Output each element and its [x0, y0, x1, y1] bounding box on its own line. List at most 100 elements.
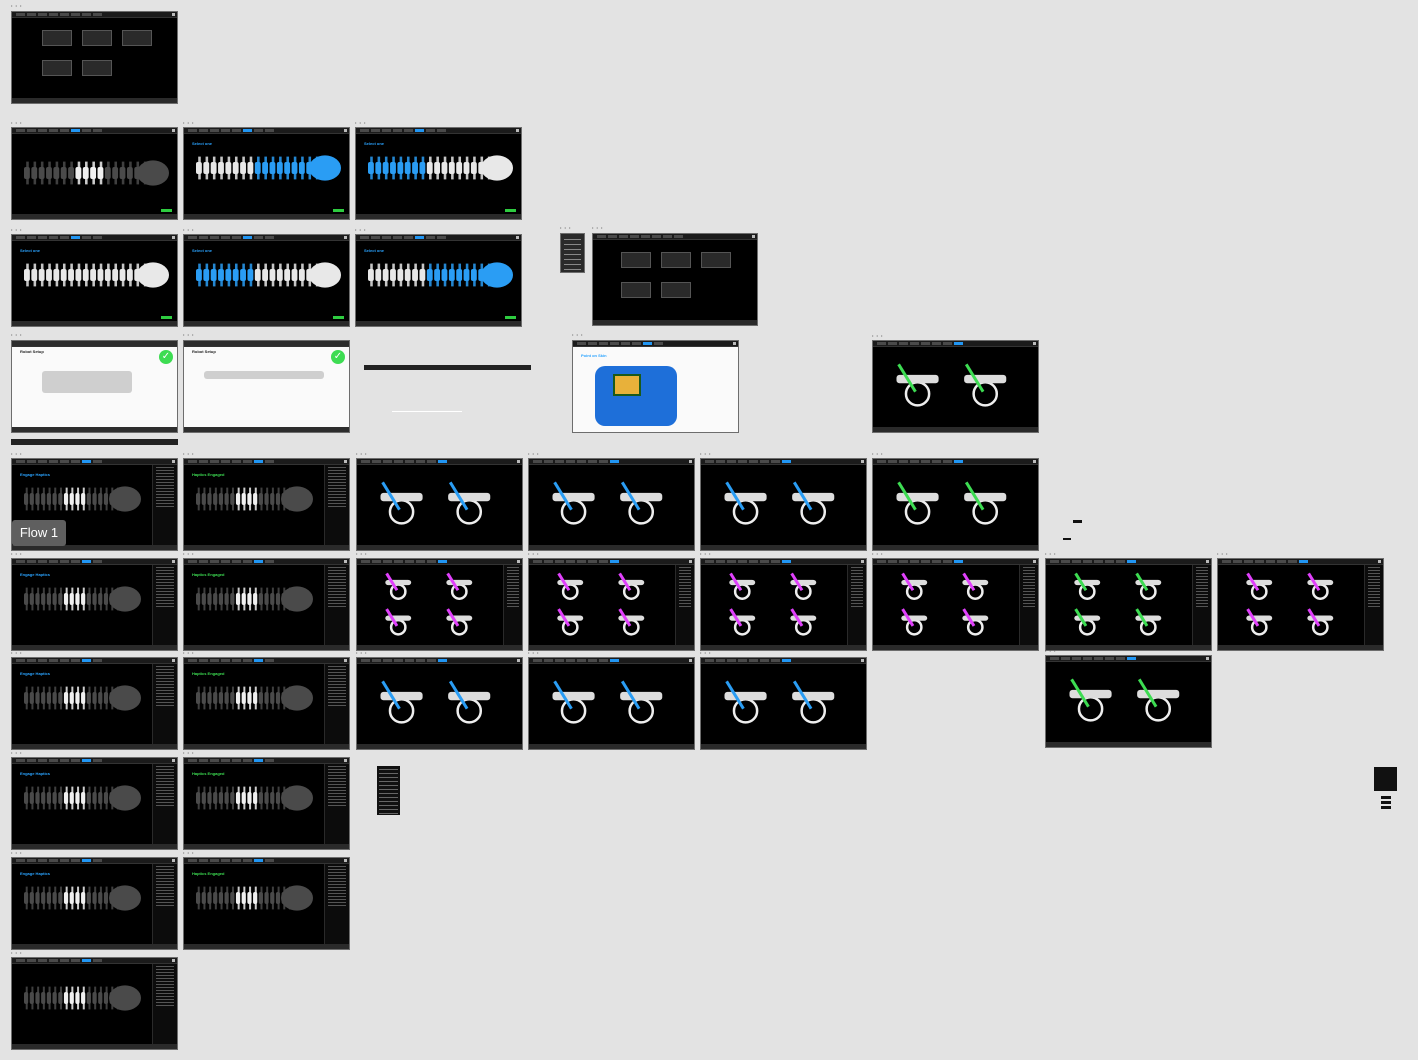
nav-tab[interactable] — [577, 560, 586, 563]
nav-tab[interactable] — [82, 13, 91, 16]
nav-tab[interactable] — [954, 460, 963, 463]
spine-graphic[interactable] — [16, 883, 143, 913]
nav-tab[interactable] — [49, 959, 58, 962]
close-icon[interactable] — [344, 659, 347, 662]
nav-tab[interactable] — [610, 460, 619, 463]
nav-tab[interactable] — [93, 759, 102, 762]
nav-tab[interactable] — [265, 129, 274, 132]
nav-tab[interactable] — [243, 129, 252, 132]
nav-tab[interactable] — [49, 560, 58, 563]
main-menu-screen[interactable] — [11, 11, 178, 104]
nav-tab[interactable] — [954, 342, 963, 345]
spine-vertebrae-icon[interactable] — [16, 484, 143, 514]
nav-tab[interactable] — [1116, 560, 1125, 563]
nav-tab[interactable] — [426, 129, 435, 132]
nav-tab[interactable] — [93, 959, 102, 962]
close-icon[interactable] — [516, 129, 519, 132]
close-icon[interactable] — [344, 236, 347, 239]
spine-graphic[interactable] — [16, 683, 143, 713]
nav-tab[interactable] — [910, 560, 919, 563]
ct-screen-frame[interactable] — [872, 340, 1039, 433]
nav-tab[interactable] — [188, 236, 197, 239]
ct-scan-views[interactable] — [529, 465, 694, 546]
nav-tab[interactable] — [38, 236, 47, 239]
nav-tab[interactable] — [38, 859, 47, 862]
nav-tab[interactable] — [1127, 560, 1136, 563]
nav-tab[interactable] — [188, 659, 197, 662]
nav-tab[interactable] — [1072, 560, 1081, 563]
nav-tab[interactable] — [1266, 560, 1275, 563]
nav-tab[interactable] — [599, 560, 608, 563]
point-on-skin-screen[interactable]: Point on Skin — [572, 340, 739, 433]
ct-screen-frame[interactable] — [700, 458, 867, 551]
nav-tab[interactable] — [27, 759, 36, 762]
nav-tab[interactable] — [760, 460, 769, 463]
nav-tab[interactable] — [566, 560, 575, 563]
screen-frame[interactable] — [11, 127, 178, 220]
close-icon[interactable] — [172, 13, 175, 16]
ct-screen-frame[interactable] — [700, 657, 867, 750]
nav-tab[interactable] — [361, 560, 370, 563]
ct-screen-frame[interactable] — [872, 558, 1039, 651]
nav-tab[interactable] — [404, 236, 413, 239]
nav-tab[interactable] — [738, 659, 747, 662]
nav-tab[interactable] — [588, 460, 597, 463]
screen-frame[interactable]: Haptics Engaged — [183, 757, 350, 850]
nav-tab[interactable] — [82, 759, 91, 762]
close-icon[interactable] — [344, 560, 347, 563]
nav-tab[interactable] — [438, 659, 447, 662]
close-icon[interactable] — [733, 342, 736, 345]
nav-tab[interactable] — [877, 560, 886, 563]
ct-scan-views[interactable] — [1046, 565, 1211, 646]
nav-tab[interactable] — [199, 129, 208, 132]
nav-tab[interactable] — [243, 659, 252, 662]
spine-graphic[interactable] — [16, 158, 171, 188]
nav-tab[interactable] — [654, 342, 663, 345]
nav-tab[interactable] — [416, 560, 425, 563]
nav-tab[interactable] — [610, 659, 619, 662]
spine-vertebrae-icon[interactable] — [188, 683, 315, 713]
nav-tab[interactable] — [188, 129, 197, 132]
nav-tab[interactable] — [877, 342, 886, 345]
nav-tab[interactable] — [888, 342, 897, 345]
nav-tab[interactable] — [210, 460, 219, 463]
nav-tab[interactable] — [93, 129, 102, 132]
spine-graphic[interactable] — [16, 484, 143, 514]
nav-tab[interactable] — [438, 460, 447, 463]
nav-tab[interactable] — [749, 659, 758, 662]
nav-tab[interactable] — [254, 129, 263, 132]
ct-screen-frame[interactable] — [356, 458, 523, 551]
nav-tab[interactable] — [16, 560, 25, 563]
nav-tab[interactable] — [1050, 560, 1059, 563]
close-icon[interactable] — [689, 460, 692, 463]
close-icon[interactable] — [1206, 657, 1209, 660]
nav-tab[interactable] — [716, 560, 725, 563]
close-icon[interactable] — [861, 460, 864, 463]
nav-tab[interactable] — [60, 129, 69, 132]
nav-tab[interactable] — [360, 129, 369, 132]
ct-screen-frame[interactable] — [1045, 558, 1212, 651]
nav-tab[interactable] — [899, 460, 908, 463]
menu-card[interactable] — [122, 30, 152, 46]
spine-graphic[interactable] — [16, 983, 143, 1013]
nav-tab[interactable] — [27, 13, 36, 16]
nav-tab[interactable] — [372, 460, 381, 463]
nav-tab[interactable] — [1061, 657, 1070, 660]
nav-tab[interactable] — [427, 560, 436, 563]
nav-tab[interactable] — [188, 759, 197, 762]
nav-tab[interactable] — [82, 236, 91, 239]
nav-tab[interactable] — [49, 13, 58, 16]
ct-scan-views[interactable] — [1046, 662, 1211, 743]
ct-scan-views[interactable] — [1218, 565, 1383, 646]
nav-tab[interactable] — [38, 560, 47, 563]
nav-tab[interactable] — [533, 659, 542, 662]
robot-setup-screen[interactable]: Robot Setup✓ — [11, 340, 178, 433]
nav-tab[interactable] — [254, 460, 263, 463]
nav-tab[interactable] — [16, 859, 25, 862]
nav-tab[interactable] — [910, 460, 919, 463]
nav-tab[interactable] — [71, 460, 80, 463]
nav-tab[interactable] — [27, 959, 36, 962]
list-item[interactable] — [564, 259, 581, 260]
menu-card[interactable] — [661, 252, 691, 268]
spine-vertebrae-icon[interactable] — [188, 484, 315, 514]
